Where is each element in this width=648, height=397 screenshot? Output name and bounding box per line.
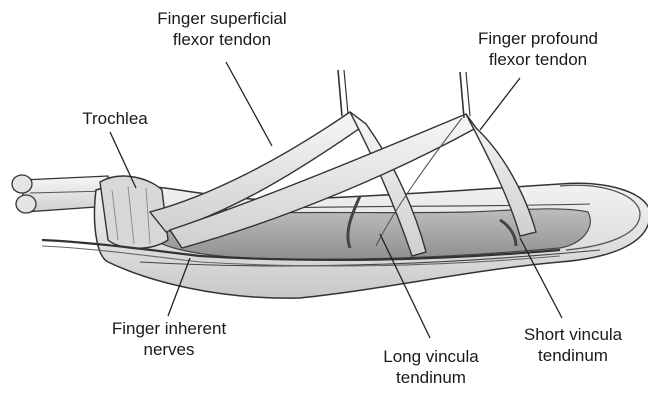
label-superficial-flexor: Finger superficial flexor tendon <box>122 8 322 50</box>
label-short-vincula-line2: tendinum <box>504 345 642 366</box>
label-profound-flexor-line2: flexor tendon <box>448 49 628 70</box>
label-inherent-nerves: Finger inherent nerves <box>84 318 254 360</box>
label-inherent-nerves-line1: Finger inherent <box>84 318 254 339</box>
label-long-vincula: Long vincula tendinum <box>366 346 496 388</box>
label-trochlea: Trochlea <box>60 108 170 129</box>
label-superficial-flexor-line2: flexor tendon <box>122 29 322 50</box>
label-short-vincula: Short vincula tendinum <box>504 324 642 366</box>
superficial-flexor-leader <box>226 62 272 146</box>
label-long-vincula-line1: Long vincula <box>366 346 496 367</box>
retractor-hooks <box>338 70 470 118</box>
label-superficial-flexor-line1: Finger superficial <box>122 8 322 29</box>
label-inherent-nerves-line2: nerves <box>84 339 254 360</box>
profound-flexor-leader <box>480 78 520 130</box>
label-long-vincula-line2: tendinum <box>366 367 496 388</box>
label-profound-flexor: Finger profound flexor tendon <box>448 28 628 70</box>
label-short-vincula-line1: Short vincula <box>504 324 642 345</box>
label-profound-flexor-line1: Finger profound <box>448 28 628 49</box>
